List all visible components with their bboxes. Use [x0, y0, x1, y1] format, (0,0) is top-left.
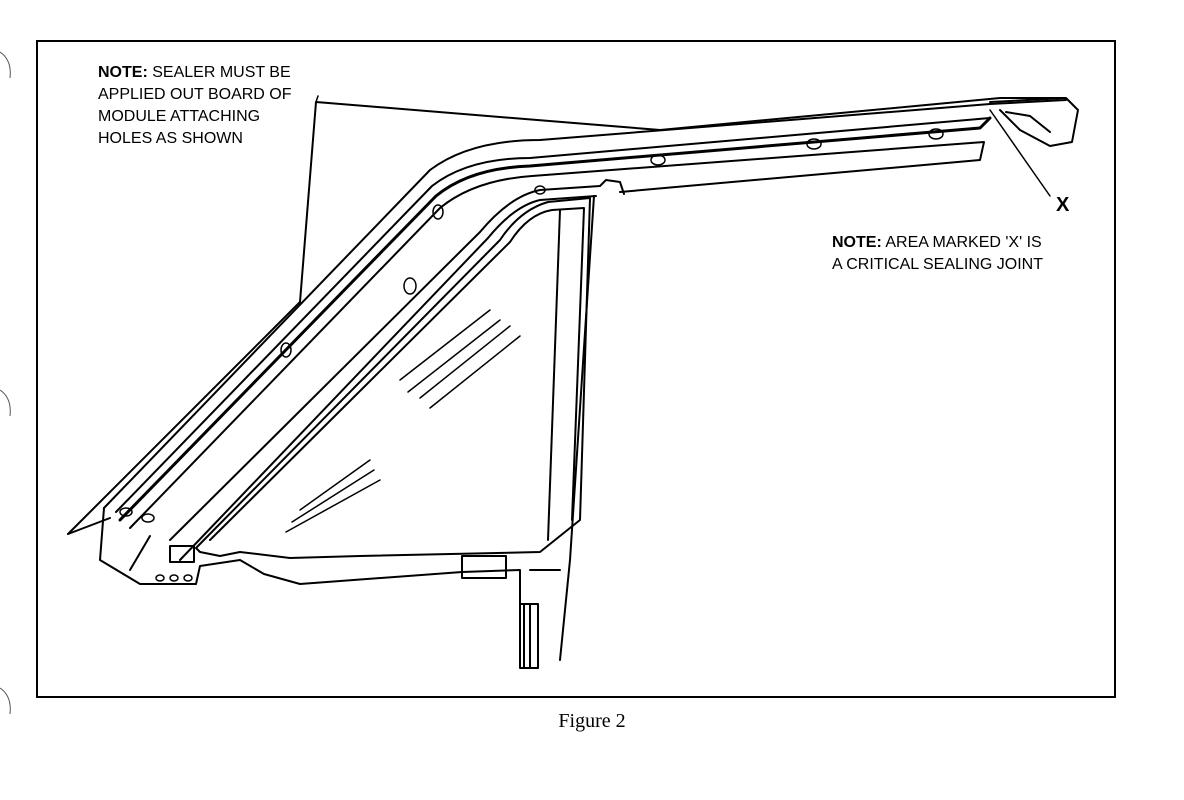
figure-frame: [36, 40, 1116, 698]
rear-sealing-clip: [989, 97, 1079, 147]
pillar-base: [99, 507, 521, 661]
module-attaching-holes: [119, 128, 944, 582]
binder-hole-mark: [0, 51, 11, 79]
figure-caption: Figure 2: [558, 710, 626, 732]
marker-x-label: X: [1056, 194, 1070, 216]
binder-hole-mark: [0, 687, 11, 715]
latch-block: [169, 545, 539, 669]
roof-rail: [103, 99, 1067, 529]
note-prefix: NOTE:: [832, 234, 882, 251]
binder-hole-mark: [0, 389, 11, 417]
critical-joint-note: NOTE: AREA MARKED 'X' IS A CRITICAL SEAL…: [832, 232, 1092, 276]
note-prefix: NOTE:: [98, 64, 148, 81]
note-text: AREA MARKED 'X' IS A CRITICAL SEALING JO…: [832, 234, 1044, 273]
leader-lines: [315, 95, 1051, 197]
glass-channel: [169, 179, 625, 661]
sealer-note: NOTE: SEALER MUST BE APPLIED OUT BOARD O…: [98, 62, 338, 150]
glass-reflection-lines: [285, 309, 521, 533]
note-text: SEALER MUST BE APPLIED OUT BOARD OF MODU…: [98, 64, 292, 147]
